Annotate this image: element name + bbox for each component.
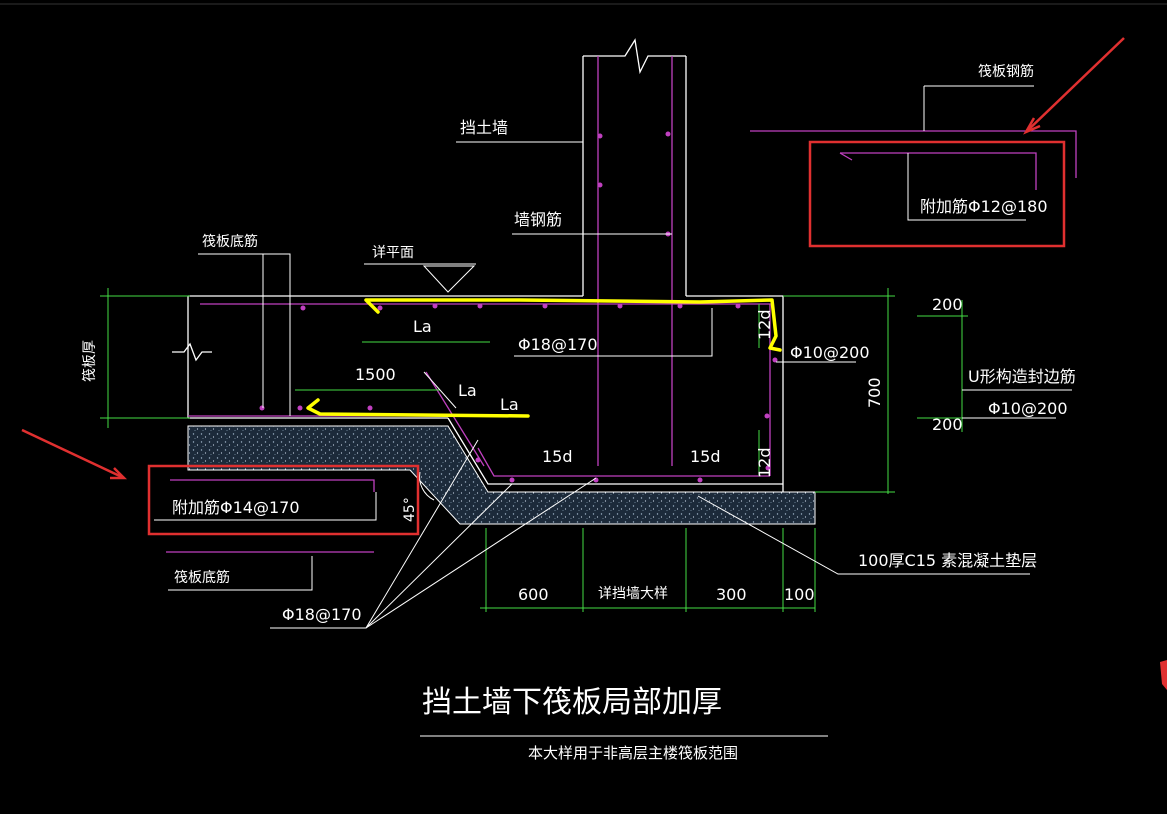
label-raft-bottom-rebar-top: 筏板底筋 bbox=[202, 233, 258, 250]
rebar-dots bbox=[259, 131, 778, 483]
label-u-rebar-spec: Φ10@200 bbox=[988, 399, 1068, 418]
label-retaining-wall: 挡土墙 bbox=[460, 118, 508, 137]
label-detail-wall: 详挡墙大样 bbox=[598, 586, 668, 602]
red-callouts bbox=[21, 37, 1125, 536]
edge-marker bbox=[1160, 660, 1167, 690]
label-12d-bottom: 12d bbox=[755, 447, 774, 478]
label-add-rebar-left: 附加筋Φ14@170 bbox=[172, 498, 300, 517]
label-cushion: 100厚C15 素混凝土垫层 bbox=[858, 551, 1037, 570]
label-rebar-edge: Φ10@200 bbox=[790, 343, 870, 362]
callout-box-left bbox=[147, 464, 420, 536]
label-u-rebar: U形构造封边筋 bbox=[968, 367, 1076, 386]
label-200-bottom: 200 bbox=[932, 415, 963, 434]
label-15d-left: 15d bbox=[542, 447, 573, 466]
label-600: 600 bbox=[518, 585, 549, 604]
label-angle-45: 45° bbox=[402, 497, 418, 522]
label-wall-rebar: 墙钢筋 bbox=[514, 210, 562, 229]
label-raft-thickness: 筏板厚 bbox=[81, 340, 98, 382]
label-detail-plan: 详平面 bbox=[372, 245, 414, 261]
callout-box-right bbox=[808, 140, 1066, 248]
callout-arrow-right bbox=[1025, 37, 1125, 133]
concrete-cushion bbox=[187, 425, 816, 525]
drawing-subtitle: 本大样用于非高层主楼筏板范围 bbox=[528, 744, 738, 762]
dimension-lines bbox=[100, 288, 968, 612]
label-12d-top: 12d bbox=[755, 309, 774, 340]
label-add-rebar-right: 附加筋Φ12@180 bbox=[920, 197, 1048, 216]
drawing-title: 挡土墙下筏板局部加厚 bbox=[422, 685, 722, 720]
angle-45-arc bbox=[419, 471, 435, 501]
label-la-top: La bbox=[413, 317, 432, 336]
callout-arrow-left bbox=[21, 428, 125, 480]
label-raft-bottom-rebar-bottom: 筏板底筋 bbox=[174, 569, 230, 586]
rebar-lines bbox=[166, 56, 1077, 553]
structure-outline bbox=[172, 38, 784, 492]
yellow-highlight-strokes bbox=[306, 298, 782, 418]
label-rebar-bottom: Φ18@170 bbox=[282, 605, 362, 624]
label-1500: 1500 bbox=[355, 365, 396, 384]
label-15d-right: 15d bbox=[690, 447, 721, 466]
label-la-mid2: La bbox=[500, 395, 519, 414]
label-rebar-top: Φ18@170 bbox=[518, 335, 598, 354]
label-700: 700 bbox=[865, 377, 884, 408]
callout-arrowhead-right bbox=[1023, 117, 1041, 135]
callout-arrowhead-left bbox=[110, 467, 128, 480]
leader-lines bbox=[154, 85, 1072, 737]
label-300: 300 bbox=[716, 585, 747, 604]
label-raft-rebar-right: 筏板钢筋 bbox=[978, 63, 1034, 80]
label-200-top: 200 bbox=[932, 295, 963, 314]
label-100: 100 bbox=[784, 585, 815, 604]
label-la-mid: La bbox=[458, 381, 477, 400]
